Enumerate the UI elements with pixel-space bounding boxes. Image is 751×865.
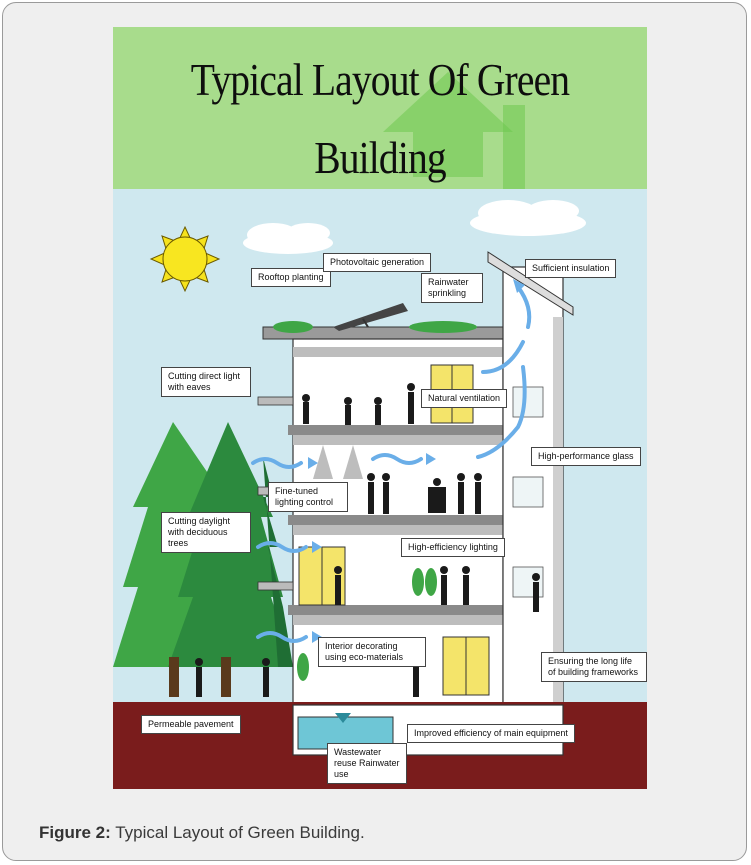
label-cutting-direct-light: Cutting direct light with eaves	[161, 367, 251, 397]
label-permeable-pavement: Permeable pavement	[141, 715, 241, 734]
green-building-figure: Typical Layout Of Green Building Rooftop…	[113, 27, 647, 789]
figure-title-line-1: Typical Layout Of Green	[190, 54, 570, 105]
sun-icon	[149, 225, 221, 293]
caption-label: Figure 2:	[39, 823, 111, 842]
funnel-icon	[335, 713, 351, 723]
title-band	[113, 27, 647, 189]
label-high-efficiency-lighting: High-efficiency lighting	[401, 538, 505, 557]
label-fine-tuned-lighting: Fine-tuned lighting control	[268, 482, 348, 512]
figure-caption: Figure 2: Typical Layout of Green Buildi…	[39, 823, 365, 843]
arrow-shape	[383, 72, 513, 177]
label-long-life: Ensuring the long life of building frame…	[541, 652, 647, 682]
figure-title-line-2: Building	[314, 132, 446, 183]
chimney-shape	[503, 105, 525, 189]
label-rainwater-sprinkling: Rainwater sprinkling	[421, 273, 483, 303]
label-wastewater-reuse: Wastewater reuse Rainwater use	[327, 743, 407, 784]
label-natural-ventilation: Natural ventilation	[421, 389, 508, 408]
label-high-performance-glass: High-performance glass	[531, 447, 641, 466]
cloud-right	[470, 200, 586, 236]
airflow-heads	[308, 279, 525, 643]
label-cutting-daylight: Cutting daylight with deciduous trees	[161, 512, 251, 553]
label-photovoltaic: Photovoltaic generation	[323, 253, 432, 272]
building	[195, 251, 574, 705]
label-sufficient-insulation: Sufficient insulation	[525, 259, 617, 278]
airflow-arrows	[251, 285, 532, 643]
label-improved-efficiency: Improved efficiency of main equipment	[407, 724, 575, 743]
label-interior-decorating: Interior decorating using eco-materials	[318, 637, 426, 667]
label-rooftop-planting: Rooftop planting	[251, 268, 331, 287]
caption-text: Typical Layout of Green Building.	[110, 823, 365, 842]
cloud-left	[243, 223, 333, 254]
